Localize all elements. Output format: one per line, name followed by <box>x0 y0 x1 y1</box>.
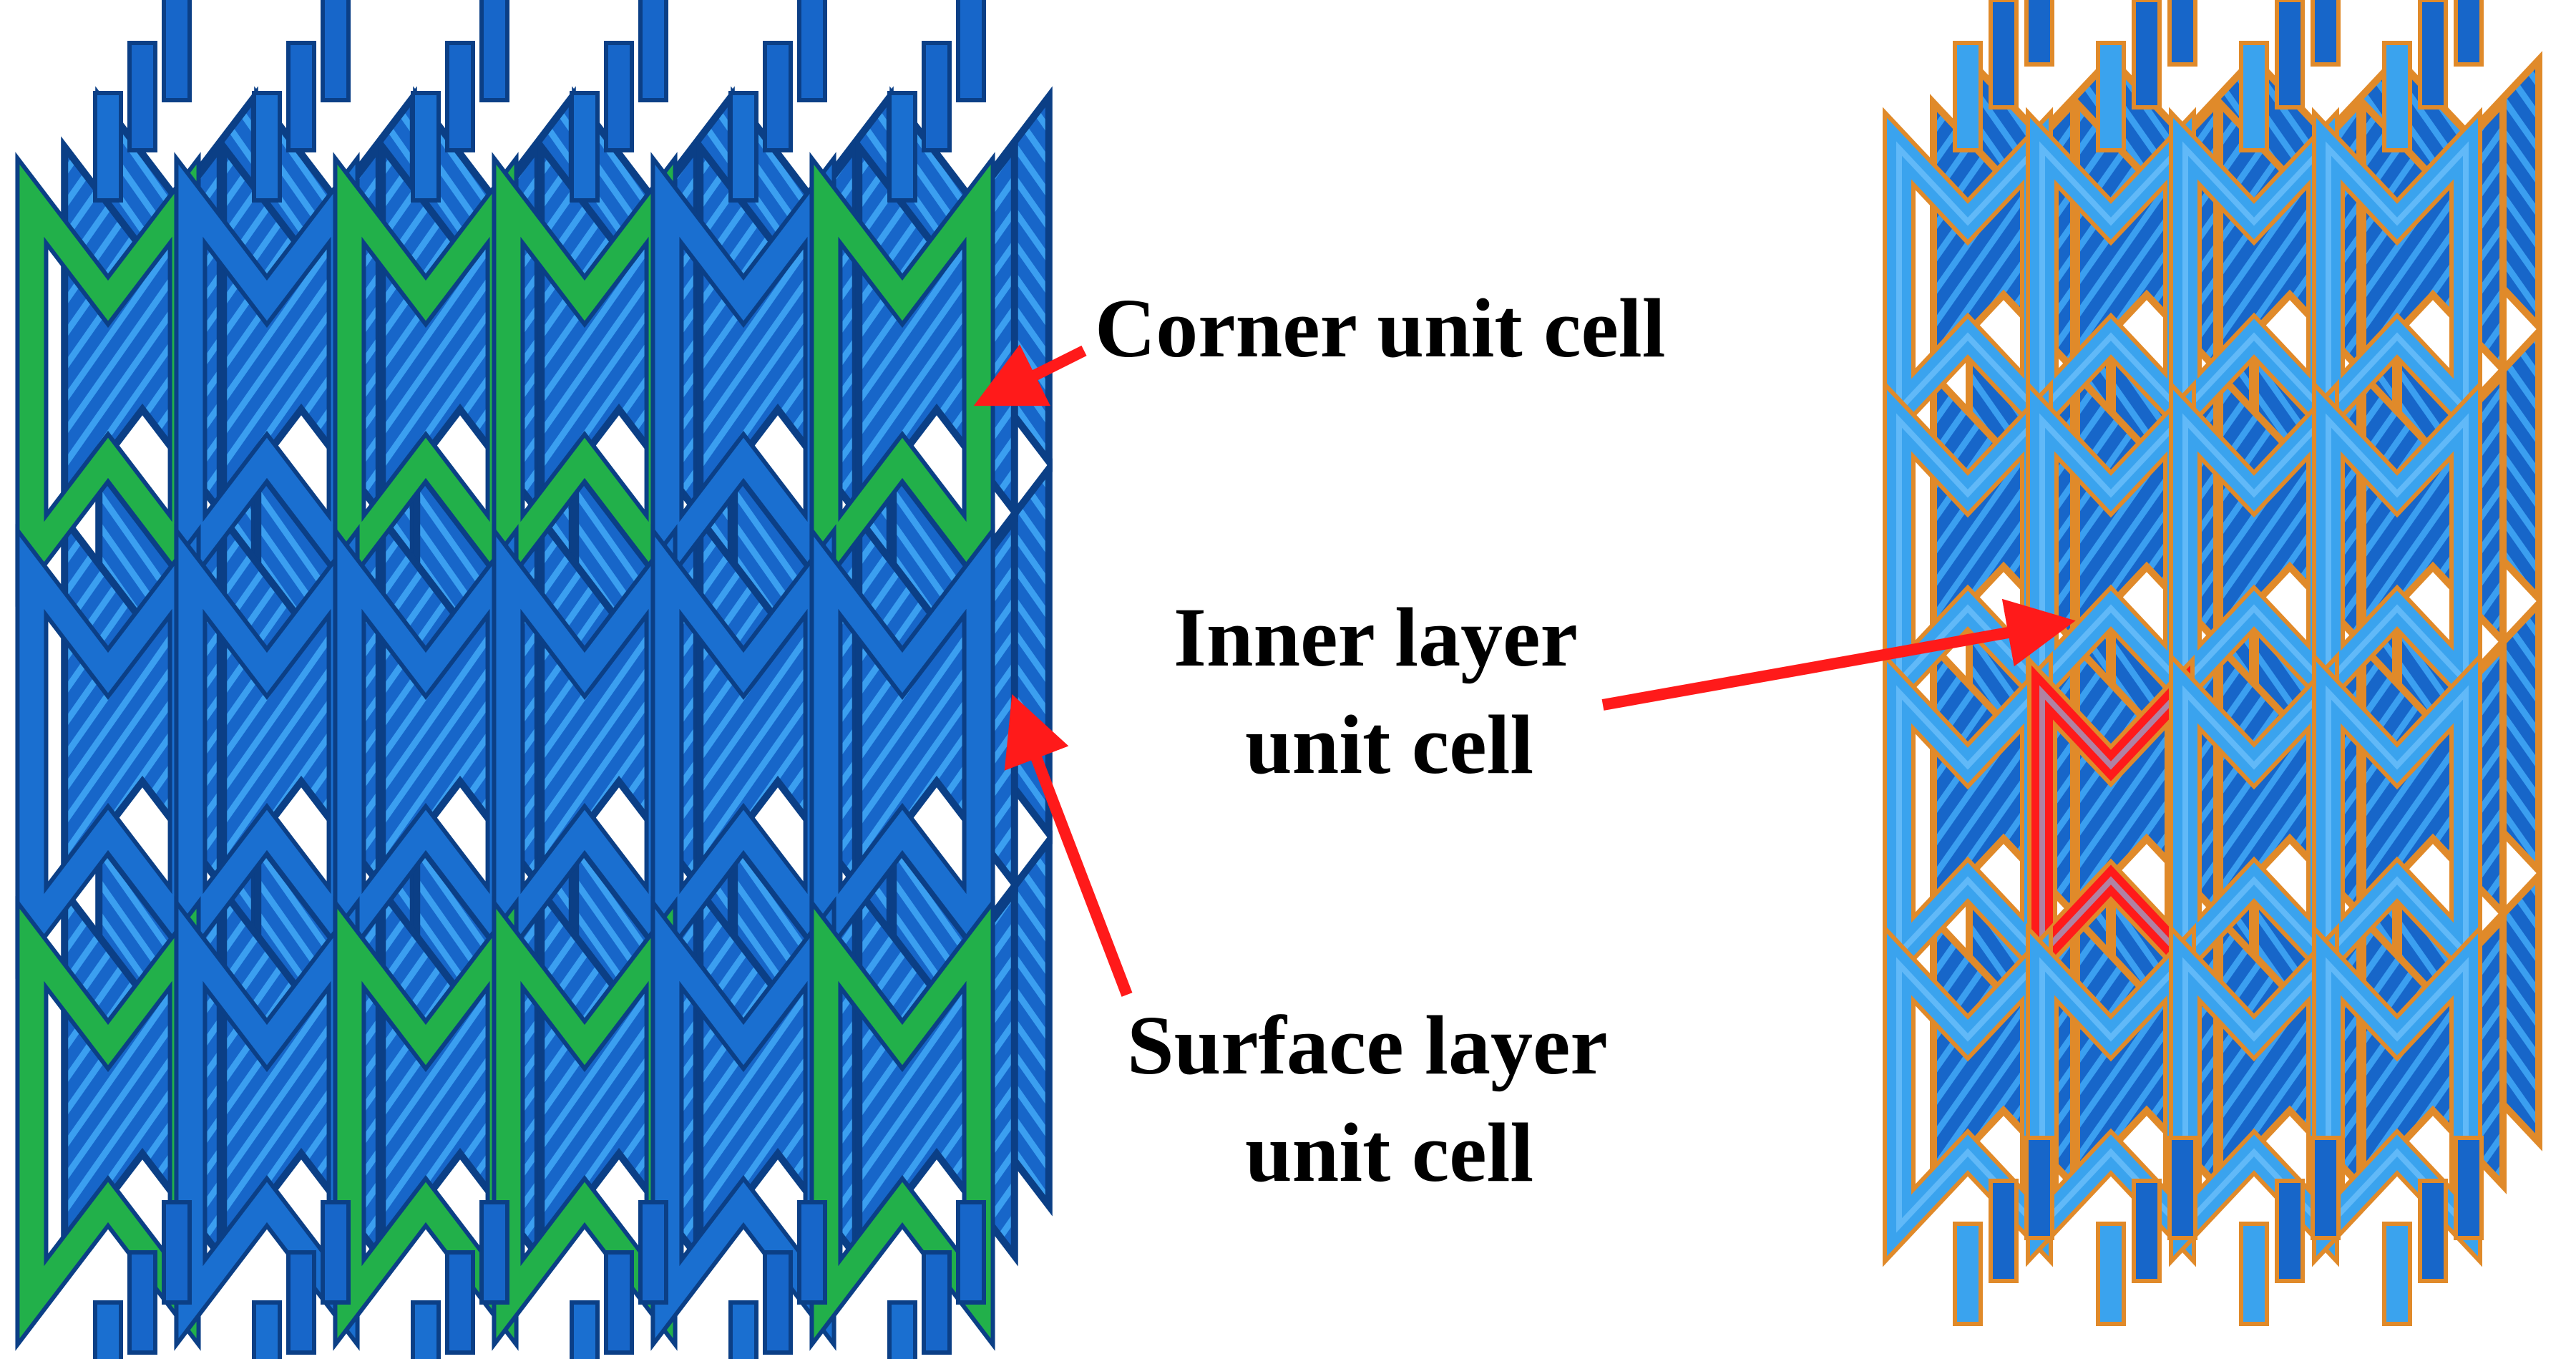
left-lattice-top-strut <box>763 41 793 152</box>
left-lattice-top-strut <box>479 0 509 102</box>
right-lattice-top-strut <box>2382 41 2412 152</box>
inner-cell-arrow <box>1601 598 2076 711</box>
right-lattice-top-strut <box>1989 0 2019 109</box>
right-lattice-bottom-strut <box>2311 1136 2341 1240</box>
left-lattice-bottom-strut <box>604 1250 634 1355</box>
left-lattice-bottom-strut <box>252 1300 282 1359</box>
right-lattice-bottom-strut <box>1989 1179 2019 1283</box>
left-lattice-bottom-strut <box>445 1250 475 1355</box>
left-lattice-top-strut <box>411 91 441 203</box>
left-lattice-structure <box>15 0 1053 1359</box>
left-lattice-top-strut <box>887 91 917 203</box>
right-lattice-bottom-strut <box>2418 1179 2448 1283</box>
left-lattice-bottom-strut <box>162 1200 192 1305</box>
left-lattice-top-strut <box>638 0 668 102</box>
left-lattice-bottom-strut <box>570 1300 600 1359</box>
left-lattice-top-strut <box>956 0 986 102</box>
left-lattice-top-strut <box>922 41 952 152</box>
left-lattice-top-strut <box>286 41 316 152</box>
left-lattice-bottom-strut <box>638 1200 668 1305</box>
corner-unit-cell-label: Corner unit cell <box>1095 281 1665 375</box>
right-lattice-top-strut <box>2132 0 2162 109</box>
right-lattice-top-strut <box>2024 0 2054 67</box>
left-lattice-top-strut <box>162 0 192 102</box>
left-lattice-top-strut <box>445 41 475 152</box>
right-lattice-top-strut <box>2239 41 2269 152</box>
left-lattice-bottom-strut <box>922 1250 952 1355</box>
right-lattice-top-strut <box>2096 41 2126 152</box>
left-lattice-bottom-strut <box>887 1300 917 1359</box>
left-lattice-bottom-strut <box>321 1200 351 1305</box>
left-lattice-top-strut <box>797 0 827 102</box>
left-lattice-top-strut <box>728 91 758 203</box>
left-lattice-top-strut <box>252 91 282 203</box>
left-lattice-bottom-strut <box>479 1200 509 1305</box>
left-lattice-bottom-strut <box>763 1250 793 1355</box>
surface-layer-label-line1: Surface layer <box>1127 998 1608 1092</box>
left-lattice-bottom-strut <box>797 1200 827 1305</box>
right-lattice-top-strut <box>2418 0 2448 109</box>
left-lattice-top-strut <box>127 41 157 152</box>
inner-layer-label-line1: Inner layer <box>1174 590 1578 684</box>
right-lattice-bottom-strut <box>2275 1179 2305 1283</box>
right-lattice-bottom-strut <box>2382 1222 2412 1326</box>
right-lattice-bottom-strut <box>1953 1222 1983 1326</box>
right-lattice-bottom-strut <box>2096 1222 2126 1326</box>
right-lattice-bottom-strut <box>2167 1136 2197 1240</box>
right-lattice-top-strut <box>2275 0 2305 109</box>
surface-layer-label-line2: unit cell <box>1245 1106 1533 1199</box>
left-lattice-bottom-strut <box>93 1300 123 1359</box>
right-lattice-structure <box>1883 0 2542 1326</box>
right-lattice-top-strut <box>2311 0 2341 67</box>
left-lattice-top-strut <box>604 41 634 152</box>
left-lattice-bottom-strut <box>728 1300 758 1359</box>
right-lattice-bottom-strut <box>2132 1179 2162 1283</box>
right-lattice-top-strut <box>2167 0 2197 67</box>
right-lattice-bottom-strut <box>2024 1136 2054 1240</box>
left-lattice-top-strut <box>93 91 123 203</box>
left-lattice-bottom-strut <box>411 1300 441 1359</box>
corner-cell-arrow <box>973 344 1087 406</box>
surface-cell-arrow <box>1004 694 1133 997</box>
left-lattice-top-strut <box>570 91 600 203</box>
left-lattice-bottom-strut <box>286 1250 316 1355</box>
right-lattice-top-strut <box>2454 0 2484 67</box>
left-lattice-top-strut <box>321 0 351 102</box>
annotation-arrows <box>973 344 2076 997</box>
right-lattice-bottom-strut <box>2454 1136 2484 1240</box>
left-lattice-bottom-strut <box>127 1250 157 1355</box>
inner-layer-label-line2: unit cell <box>1245 698 1533 791</box>
left-lattice-bottom-strut <box>956 1200 986 1305</box>
right-lattice-top-strut <box>1953 41 1983 152</box>
right-lattice-bottom-strut <box>2239 1222 2269 1326</box>
